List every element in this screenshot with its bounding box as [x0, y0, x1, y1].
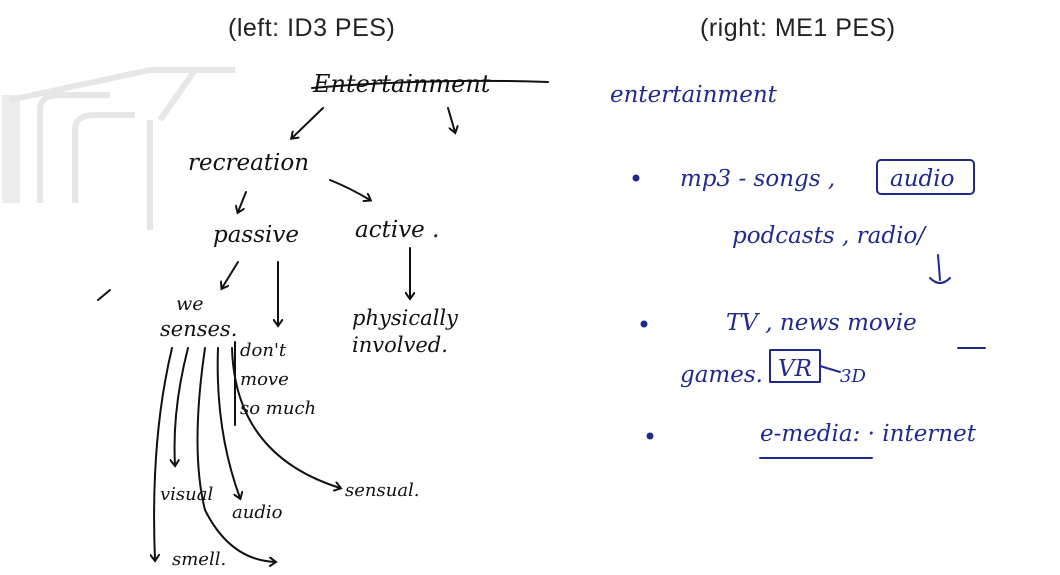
node-so-much: so much: [240, 398, 316, 419]
arrow-to-sensual: [231, 347, 340, 488]
notes-games: games.: [680, 362, 763, 388]
stray-mark: [97, 289, 111, 301]
arrow-to-audio: [216, 347, 240, 498]
bullet-3: [646, 432, 654, 440]
node-sensual: sensual.: [345, 480, 420, 501]
notes-line3: TV , news movie: [726, 310, 917, 336]
node-we: we: [176, 293, 204, 315]
right-notes: entertainment mp3 - songs , audio podcas…: [610, 82, 986, 459]
node-senses: senses.: [160, 317, 237, 341]
node-entertainment: Entertainment: [312, 70, 491, 98]
arrow-to-passive: [238, 191, 247, 212]
node-active: active .: [355, 217, 439, 243]
node-involved: involved.: [352, 333, 448, 357]
caption-right: (right: ME1 PES): [700, 14, 896, 42]
arrow-to-smell-left: [154, 347, 173, 560]
node-physically: physically: [352, 306, 459, 330]
notes-audio: audio: [890, 166, 954, 192]
notes-line5: e-media: · internet: [760, 421, 977, 447]
arrow-to-visual: [175, 347, 189, 465]
underline-entertainment: [311, 79, 549, 89]
notes-3d: 3D: [840, 366, 866, 387]
node-recreation: recreation: [188, 150, 309, 176]
arrow-to-active: [329, 179, 370, 200]
notes-line2: podcasts , radio/: [732, 223, 927, 249]
notes-title: entertainment: [610, 82, 778, 108]
connector-vr-3d: [819, 365, 841, 373]
notes-vr: VR: [778, 356, 812, 382]
arrow-to-smell-right: [196, 347, 276, 562]
node-dont: don't: [240, 340, 287, 361]
scribble-mark: [929, 254, 951, 284]
node-smell: smell.: [172, 549, 226, 570]
watermark-logo: [2, 67, 235, 230]
bullet-2: [640, 320, 648, 328]
arrow-to-recreation: [292, 107, 324, 138]
caption-left: (left: ID3 PES): [228, 14, 396, 42]
node-visual: visual: [160, 484, 213, 505]
arrow-to-we-senses: [222, 261, 239, 288]
notes-line1: mp3 - songs ,: [680, 166, 835, 192]
box-audio: [876, 159, 975, 195]
node-move: move: [240, 369, 289, 390]
arrow-down-right: [447, 107, 455, 132]
bullet-1: [632, 174, 640, 182]
node-passive: passive: [213, 222, 299, 248]
node-audio: audio: [232, 502, 283, 523]
left-diagram: Entertainment recreation passive active …: [97, 70, 549, 570]
